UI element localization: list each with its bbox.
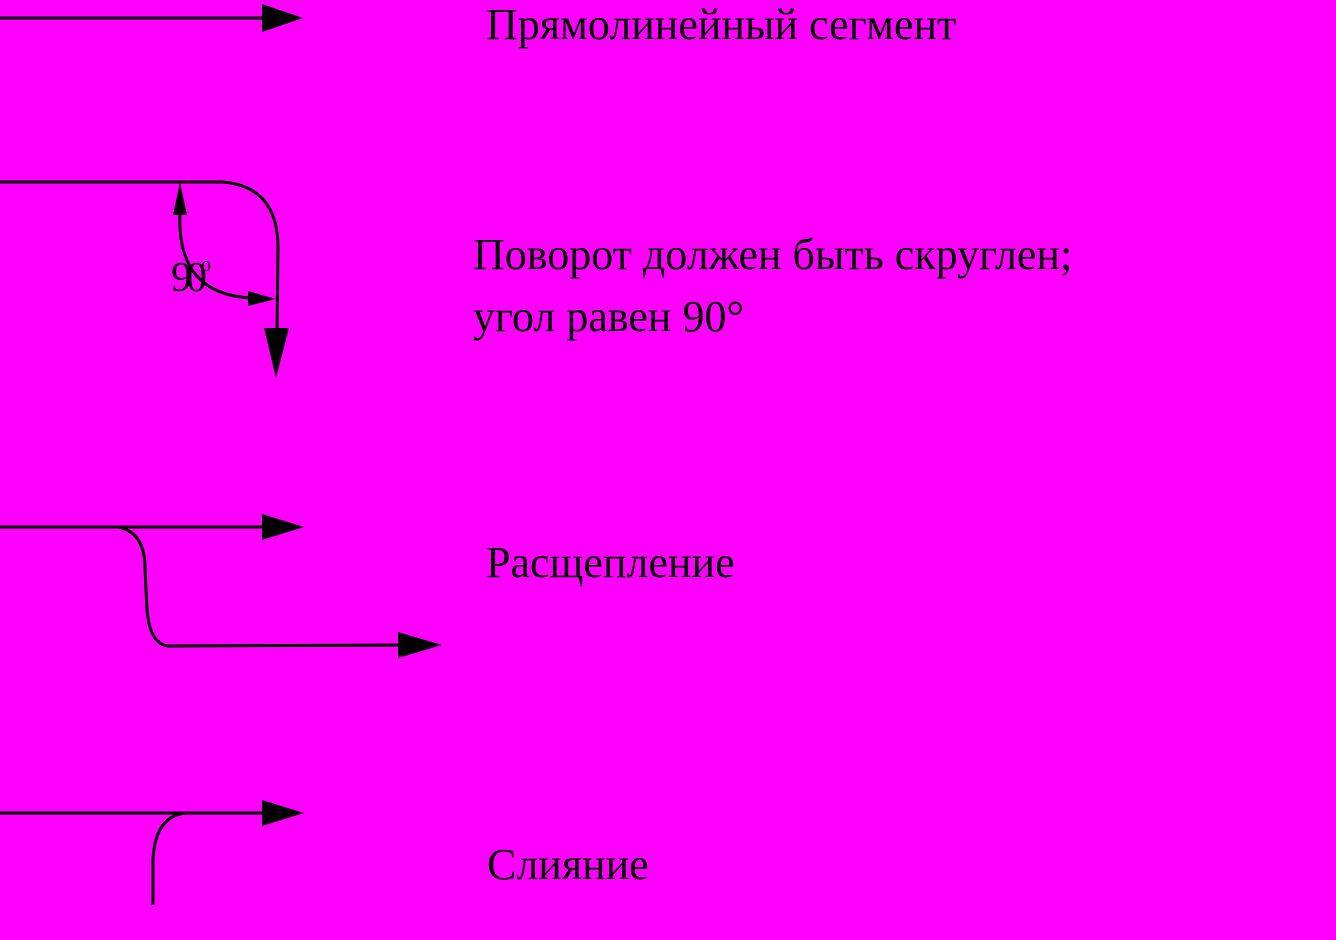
angle-arc-arrowhead-up xyxy=(173,182,187,215)
turn-caption-line-1: Поворот должен быть скруглен; xyxy=(473,230,1073,279)
merge-main-arrowhead xyxy=(262,800,304,826)
turn-caption-line-2: угол равен 90° xyxy=(473,292,745,341)
split-caption: Расщепление xyxy=(486,538,735,587)
turn-line xyxy=(0,180,280,336)
split-branch-arrowhead xyxy=(398,632,442,658)
merge-symbol xyxy=(0,800,304,905)
turn-arrowhead xyxy=(264,328,289,378)
angle-value: 90 xyxy=(171,255,207,301)
turn-symbol xyxy=(0,180,289,378)
angle-label: 90o xyxy=(171,240,211,303)
angle-arc xyxy=(178,211,253,300)
straight-segment-caption: Прямолинейный сегмент xyxy=(486,0,957,49)
merge-branch-line xyxy=(151,811,188,905)
straight-segment-arrowhead xyxy=(262,4,303,32)
angle-arc-arrowhead-right xyxy=(248,291,276,306)
split-main-arrowhead xyxy=(262,514,304,540)
merge-caption: Слияние xyxy=(487,840,649,889)
angle-unit: o xyxy=(201,254,211,276)
straight-segment-symbol xyxy=(0,4,303,32)
split-symbol xyxy=(0,514,442,658)
split-branch-line xyxy=(117,525,403,648)
